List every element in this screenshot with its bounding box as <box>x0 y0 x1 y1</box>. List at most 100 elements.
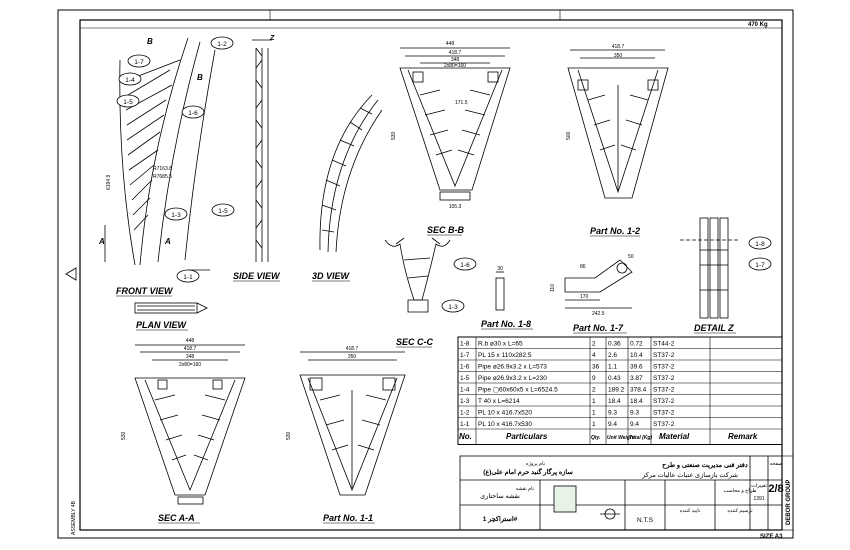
sec-aa-label: SEC A-A <box>158 513 195 523</box>
sec-cc-drawing <box>384 237 451 313</box>
part-1-7-label: Part No. 1-7 <box>573 323 624 333</box>
side-view-label: SIDE VIEW <box>233 271 281 281</box>
bom-cell-total: 39.6 <box>630 364 643 371</box>
bom-cell-particulars: PL 15 x 110x282.5 <box>478 352 532 359</box>
secbb-dim-4187: 418.7 <box>449 50 462 56</box>
plan-view-drawing <box>134 302 208 314</box>
secbb-dim-1053: 105.3 <box>449 204 462 210</box>
secaa-dim-448: 448 <box>186 338 195 344</box>
callout-1-6-sec: 1-6 <box>453 257 477 271</box>
title-drawing-label: نام نقشه <box>516 486 534 492</box>
p17-dim-2425: 242.5 <box>592 311 605 317</box>
bom-cell-particulars: PL 10 x 416.7x520 <box>478 410 532 417</box>
orientation-triangle-icon <box>65 267 77 281</box>
bom-cell-unit: 18.4 <box>608 398 621 405</box>
bom-cell-material: ST37-2 <box>653 364 675 371</box>
bom-cell-total: 9.4 <box>630 421 639 428</box>
bom-cell-qty: 36 <box>592 364 600 371</box>
p12-dim-500: 500 <box>566 131 572 140</box>
bom-cell-no: 1-8 <box>460 341 470 348</box>
bom-cell-particulars: T 40 x L=6214 <box>478 398 520 405</box>
callout-1-1: 1-1 <box>176 269 200 283</box>
weight-label: 470 Kg <box>748 22 768 28</box>
callout-1-5: 1-5 <box>116 94 140 108</box>
part-1-7-drawing <box>564 259 633 309</box>
svg-text:1-5: 1-5 <box>218 208 228 215</box>
bom-cell-qty: 2 <box>592 341 596 348</box>
bom-cell-unit: 189.2 <box>608 387 625 394</box>
title-struct-no: استراکچر 1# <box>483 515 518 523</box>
sec-cc-label: SEC C-C <box>396 337 434 347</box>
bom-cell-particulars: Pipe ▢60x60x5 x L=6524.5 <box>478 387 558 394</box>
bom-cell-material: ST37-2 <box>653 387 675 394</box>
callout-1-8-detail: 1-8 <box>748 236 772 250</box>
svg-text:1-5: 1-5 <box>123 99 133 106</box>
p17-dim-170: 170 <box>580 294 589 300</box>
bom-cell-qty: 9 <box>592 375 596 382</box>
bom-cell-no: 1-1 <box>460 421 470 428</box>
bom-cell-qty: 2 <box>592 387 596 394</box>
3d-view-drawing <box>319 94 383 253</box>
title-design-label: طراح و محاسب <box>723 488 756 494</box>
dim-radius-1: R7163.8 <box>153 166 172 172</box>
bom-cell-unit: 0.36 <box>608 341 621 348</box>
bom-cell-particulars: R.b ø30 x L=65 <box>478 341 523 348</box>
secbb-dim-348: 348 <box>451 57 460 63</box>
bom-header-qty: Qty. <box>591 435 601 441</box>
svg-text:1-6: 1-6 <box>188 110 198 117</box>
title-office: دفتر فنی مدیریت صنعتی و طرح <box>662 461 748 469</box>
front-view-label: FRONT VIEW <box>116 286 174 296</box>
bom-cell-total: 18.4 <box>630 398 643 405</box>
bom-cell-material: ST37-2 <box>653 421 675 428</box>
bom-cell-material: ST44-2 <box>653 341 675 348</box>
detail-z-drawing <box>680 217 740 319</box>
p11-dim-4187: 418.7 <box>346 346 359 352</box>
secaa-dim-4187: 418.7 <box>184 346 197 352</box>
svg-text:1-3: 1-3 <box>448 304 458 311</box>
bom-cell-unit: 9.3 <box>608 410 617 417</box>
bom-cell-total: 378.4 <box>630 387 647 394</box>
svg-text:1-3: 1-3 <box>171 212 181 219</box>
section-mark-b-top: B <box>147 37 153 46</box>
bom-cell-no: 1-7 <box>460 352 470 359</box>
svg-text:1-2: 1-2 <box>217 41 227 48</box>
svg-text:1-8: 1-8 <box>755 241 765 248</box>
sec-aa-drawing <box>134 344 246 505</box>
bom-cell-particulars: Pipe ø26.9x3.2 x L=573 <box>478 364 547 371</box>
svg-text:1-4: 1-4 <box>125 77 135 84</box>
secbb-dim-1715: 171.5 <box>455 100 468 106</box>
front-view-drawing <box>104 37 216 271</box>
callout-1-7: 1-7 <box>127 54 151 68</box>
sheet-border <box>57 9 794 539</box>
part-1-2-drawing <box>567 49 669 199</box>
bom-cell-total: 9.3 <box>630 410 639 417</box>
bom-cell-no: 1-4 <box>460 387 470 394</box>
assembly-label: ASSEMBLY 4B <box>71 500 77 535</box>
callout-1-5-side: 1-5 <box>211 203 235 217</box>
bom-cell-material: ST37-2 <box>653 410 675 417</box>
title-sheet-label: صفحه <box>770 461 783 467</box>
bom-cell-qty: 1 <box>592 421 596 428</box>
callout-1-2: 1-2 <box>210 36 234 50</box>
bom-cell-material: ST37-2 <box>653 352 675 359</box>
secaa-dim-2x80: 2x80=160 <box>179 362 201 368</box>
p17-dim-110: 110 <box>550 284 556 292</box>
bom-cell-qty: 1 <box>592 410 596 417</box>
bom-cell-material: ST37-2 <box>653 375 675 382</box>
bom-header-total_weight: Total (Kg) <box>629 435 652 441</box>
p11-dim-350: 350 <box>348 354 357 360</box>
bom-cell-no: 1-6 <box>460 364 470 371</box>
sheet-size: SIZE A3 <box>760 534 783 540</box>
bom-header-no: No. <box>459 432 472 441</box>
3d-view-label: 3D VIEW <box>312 271 351 281</box>
callout-1-4: 1-4 <box>118 72 142 86</box>
title-project: سازه پرگار گنبد حرم امام علی(ع) <box>483 467 573 476</box>
svg-text:1-7: 1-7 <box>134 59 144 66</box>
section-mark-a-right: A <box>164 237 171 246</box>
title-sheet-no: 2/8 <box>768 483 783 495</box>
bom-header-unit_weight: Unit Weight <box>607 435 635 441</box>
bom-cell-material: ST37-2 <box>653 398 675 405</box>
bom-header-material: Material <box>659 432 690 441</box>
